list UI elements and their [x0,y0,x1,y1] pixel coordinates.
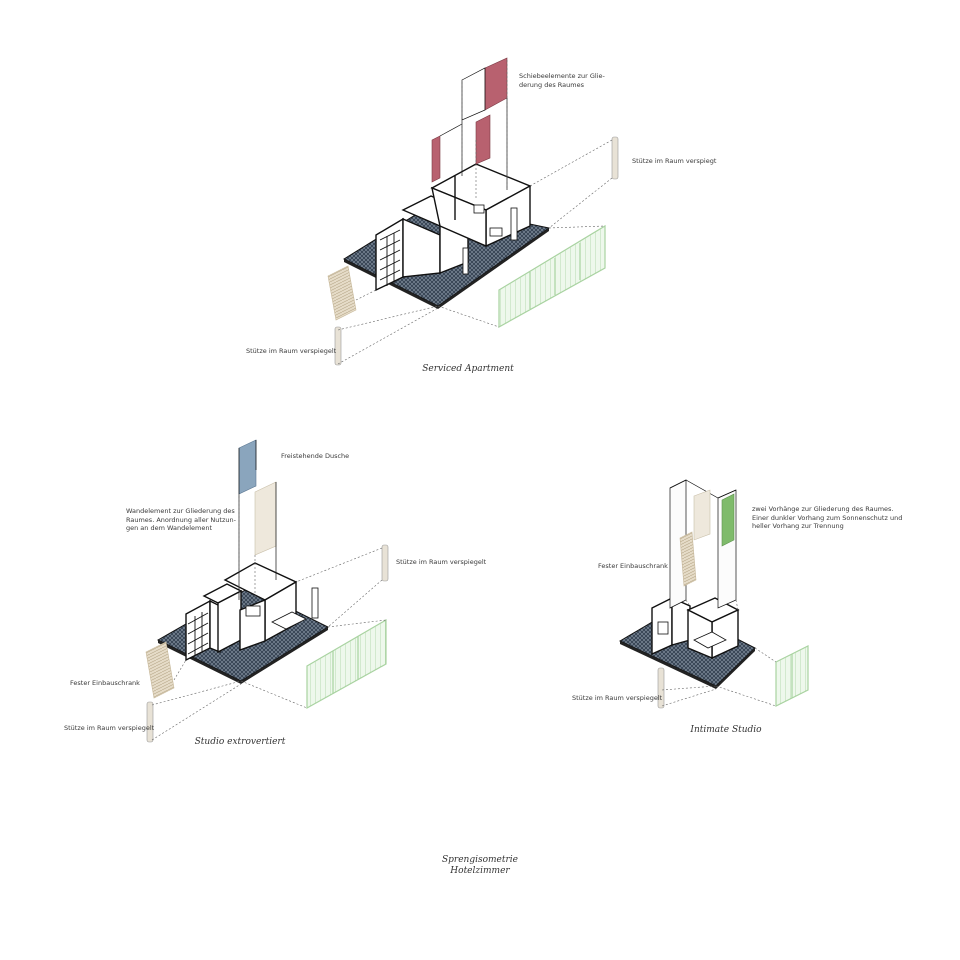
bathroom-fixtures [245,587,319,630]
annotation-column: Stütze im Raum verspiegelt [572,694,663,702]
wall-element-panel [254,481,277,556]
annotation-column-right: Stütze im Raum verspiegt [632,157,717,165]
caption-serviced-apartment: Serviced Apartment [422,364,514,374]
serviced-apartment-drawing [327,57,619,366]
sliding-panel-red [484,57,508,111]
mirrored-column [611,136,619,180]
bathroom-fixtures [462,204,518,275]
facade-window [306,618,387,710]
floor-slab-edge [438,228,549,309]
floor-slab-edge [344,259,438,309]
curtain-green [721,493,735,547]
freestanding-shower [238,439,257,495]
mirrored-column [334,326,342,366]
annotation-wall-element: Wandelement zur Gliederung des Raumes. A… [126,507,236,532]
bookshelf-element [327,265,357,321]
mirrored-column [657,667,665,709]
bookshelf-element [145,641,175,699]
annotation-column-left: Stütze im Raum verspiegelt [246,347,337,355]
studio-extrovertiert-drawing [145,439,389,743]
mirrored-column [146,701,154,743]
annotation-curtains: zwei Vorhänge zur Gliederung des Raumes.… [752,505,903,530]
shelving [379,229,401,286]
caption-studio-extrovertiert: Studio extrovertiert [194,737,286,747]
projection-lines [151,494,387,741]
mirrored-column [381,544,389,582]
sheet-title-line2: Hotelzimmer [450,866,510,876]
sheet-title: Sprengisometrie Hotelzimmer [420,855,540,877]
curtain-light [693,489,711,541]
annotation-cabinet: Fester Einbauschrank [70,679,140,687]
sheet-title-line1: Sprengisometrie [441,855,518,865]
facade-window [775,645,809,707]
wall-modules [375,163,532,292]
projection-lines [661,599,777,707]
caption-intimate-studio: Intimate Studio [690,725,762,735]
annotation-cabinet: Fester Einbauschrank [598,562,668,570]
bed-fixture [657,621,727,649]
annotation-shower: Freistehende Dusche [281,452,350,460]
intimate-studio-drawing [618,479,809,709]
cabinet-element [679,531,697,587]
sliding-panel-red [431,135,441,183]
projection-lines [337,60,613,365]
annotation-sliding-elements: Schiebeelemente zur Glie- derung des Rau… [519,72,605,89]
sliding-panel-red [475,114,491,165]
annotation-column-left: Stütze im Raum verspiegelt [64,724,155,732]
annotation-column-right: Stütze im Raum verspiegelt [396,558,487,566]
facade-window [498,224,606,329]
shelving [187,612,209,656]
